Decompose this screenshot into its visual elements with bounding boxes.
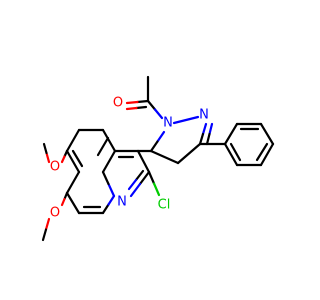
bond-q2-n1-double-b [127,178,138,191]
atom-label-layer: O N N O O N Cl [50,96,209,221]
bond-n1-c5-b [149,140,159,153]
bond-methoxy-lower-me-b [41,228,48,242]
bond-q5-q6 [65,128,81,153]
atom-n-pyrazoline-1: N [163,116,173,131]
atom-n-pyrazoline-2: N [199,108,209,123]
bond-n1-c5-a [156,130,166,143]
bond-q8-q9 [65,191,81,215]
bond-methoxy-lower-o-b [60,197,66,207]
bond-ph-1 [223,122,239,146]
bond-methoxy-upper-me-a [45,151,51,164]
bond-carbonyl-2-a [135,105,148,110]
bond-carbonyl-2-b [125,106,138,111]
molecule-structure: O N N O O N Cl [41,75,275,242]
bond-q7-q8 [65,170,81,195]
bond-q10-n1-a [101,203,110,215]
bond-q-inner-2 [96,136,110,157]
bond-n1-n2 [172,115,200,125]
bond-methoxy-upper-o-b [60,155,66,164]
bond-n1-q8a-a [107,182,116,198]
bond-ph-inner-2 [255,142,269,162]
bond-q6-q7-inner [71,149,84,168]
bond-n2-c3-double-a [208,122,214,136]
bond-acetyl-n-a [146,99,157,111]
bond-n2-c3-double-b [205,132,211,146]
bond-q3-q2 [136,149,151,174]
bond-q6-q7 [65,149,81,174]
bond-methoxy-lower-me-a [44,217,51,231]
atom-o-carbonyl: O [113,96,123,111]
bond-ph-inner-3 [229,142,242,162]
bond-layer [41,75,275,242]
bond-carbonyl-1-b [125,100,139,105]
bond-q10-n1-b [107,194,116,206]
bond-ph-4 [259,142,275,167]
bond-carbonyl-1-a [136,99,150,104]
bond-n1-q8a-b [101,170,110,186]
bond-q2-n1-double-a [134,169,145,182]
bond-q2-cl-a [147,170,156,185]
atom-o-methoxy-upper: O [50,160,60,175]
bond-n2-c3-a [201,122,208,136]
bond-ph-6 [223,142,239,167]
bond-q2-n1-a [138,170,151,186]
bond-n2-c3-b [198,132,205,146]
bond-acetyl-n-b [153,108,164,120]
bond-q8a-q4a [101,149,117,174]
bond-q4a-q4 [101,128,117,153]
atom-n-quinoline: N [117,195,127,210]
atom-o-methoxy-lower: O [50,206,60,221]
bond-q2-cl-b [152,182,161,197]
bond-ph-3 [259,122,275,146]
atom-cl: Cl [158,198,171,213]
bond-q2-n1-b [129,182,142,198]
bond-methoxy-upper-me-b [42,142,48,155]
bond-c3-c4 [176,142,202,165]
bond-c4-c5 [149,149,180,165]
